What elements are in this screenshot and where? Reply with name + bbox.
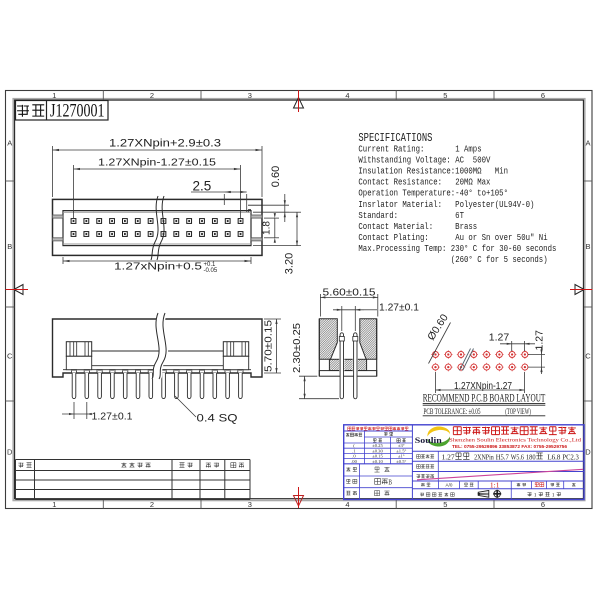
svg-text:Shenzhen Soulin Electronics Te: Shenzhen Soulin Electronics Technology C… — [449, 438, 581, 444]
svg-text:C: C — [585, 352, 591, 361]
svg-text:1:1: 1:1 — [490, 480, 500, 489]
svg-text:PC2.3: PC2.3 — [562, 453, 578, 462]
svg-text:(: ( — [353, 443, 355, 448]
svg-text:-0.05: -0.05 — [204, 268, 218, 274]
svg-text:2: 2 — [150, 91, 154, 100]
svg-text:5: 5 — [443, 91, 447, 100]
svg-text:J1270001: J1270001 — [50, 102, 105, 122]
svg-text:±0.5°: ±0.5° — [396, 459, 406, 464]
svg-text:H5.7: H5.7 — [496, 453, 509, 462]
svg-text:SPECIFICATIONS: SPECIFICATIONS — [358, 132, 432, 145]
svg-text:(260° C for 5 seconds): (260° C for 5 seconds) — [358, 255, 547, 265]
svg-text:Contact Plating: Au or Sn: Contact Plating: Au or Sn over 50u" Ni — [358, 233, 547, 243]
svg-text:2: 2 — [150, 500, 154, 509]
svg-text:Soulin: Soulin — [415, 435, 442, 445]
svg-text:3: 3 — [248, 500, 252, 509]
svg-text:C: C — [7, 352, 13, 361]
svg-text:2XNPin: 2XNPin — [474, 453, 494, 462]
svg-text:2.5: 2.5 — [193, 179, 212, 194]
svg-text:.1: .1 — [352, 448, 356, 453]
svg-text:Insulation Resistance:1000MΩ: Insulation Resistance:1000MΩ Min — [358, 167, 508, 177]
svg-text:Withstanding Voltage: AC 500V: Withstanding Voltage: AC 500V — [358, 155, 491, 165]
svg-text:(TOP VIEW): (TOP VIEW) — [505, 406, 531, 416]
svg-text:B: B — [7, 242, 12, 251]
svg-text:1.27XNpin-1.27: 1.27XNpin-1.27 — [454, 381, 512, 392]
svg-text:1.8: 1.8 — [262, 221, 273, 235]
svg-text:±0.25: ±0.25 — [372, 443, 383, 448]
svg-text:5.60±0.15: 5.60±0.15 — [323, 286, 376, 298]
svg-text:180: 180 — [526, 453, 536, 462]
svg-text:B: B — [585, 242, 590, 251]
svg-text:.00: .00 — [351, 459, 357, 464]
svg-text:PCB TOLERANCE: ±0.05: PCB TOLERANCE: ±0.05 — [424, 406, 481, 416]
svg-text:Contact Material: Brass: Contact Material: Brass — [358, 222, 477, 232]
svg-text:1.27: 1.27 — [533, 330, 545, 351]
svg-text:5.70±0.15: 5.70±0.15 — [264, 319, 275, 372]
svg-text:1.27xNpin+0.5: 1.27xNpin+0.5 — [114, 261, 202, 273]
svg-text:6: 6 — [541, 500, 545, 509]
svg-text:Contact Resistance: 20MΩ Max: Contact Resistance: 20MΩ Max — [358, 178, 490, 188]
svg-text:1.27: 1.27 — [442, 453, 455, 462]
svg-text:Current Rating: 1 Amps: Current Rating: 1 Amps — [358, 144, 481, 154]
svg-text:1.27±0.1: 1.27±0.1 — [379, 303, 419, 314]
svg-text:1.27XNpin-1.27±0.15: 1.27XNpin-1.27±0.15 — [98, 157, 216, 169]
svg-text:L6.8: L6.8 — [547, 453, 560, 462]
svg-text:D: D — [7, 448, 13, 457]
svg-text:±1.5°: ±1.5° — [396, 448, 406, 453]
svg-text:Operation Temperature:-40° to+: Operation Temperature:-40° to+105° — [358, 189, 508, 199]
svg-text:B: B — [388, 479, 392, 487]
svg-text:±0.10: ±0.10 — [372, 459, 383, 464]
svg-text:1: 1 — [534, 494, 537, 499]
svg-text:Insrlator Material: Polyeste: Insrlator Material: Polyester(UL94V-0) — [358, 200, 534, 210]
svg-text:3: 3 — [248, 91, 252, 100]
svg-text:1: 1 — [552, 494, 555, 499]
svg-text:±0.30: ±0.30 — [372, 448, 383, 453]
svg-text:.0: .0 — [352, 454, 356, 459]
svg-text:±1°: ±1° — [398, 454, 405, 459]
svg-text:1: 1 — [52, 91, 56, 100]
svg-text:1.27XNpin+2.9±0.3: 1.27XNpin+2.9±0.3 — [109, 138, 221, 150]
svg-text:Standard: 6T: Standard: 6T — [358, 211, 464, 221]
svg-text:0.4 SQ: 0.4 SQ — [197, 413, 239, 425]
svg-text:1.27: 1.27 — [489, 331, 510, 343]
svg-text:RECOMMEND P.C.B BOARD LAYOUT: RECOMMEND P.C.B BOARD LAYOUT — [423, 391, 546, 405]
svg-text:3.20: 3.20 — [284, 253, 296, 274]
svg-text:1.27±0.1: 1.27±0.1 — [92, 411, 133, 423]
svg-text:A: A — [7, 139, 12, 148]
svg-text:D: D — [585, 448, 591, 457]
svg-text:±3°: ±3° — [398, 443, 405, 448]
svg-text:A/0: A/0 — [446, 482, 453, 487]
svg-text:A: A — [585, 139, 590, 148]
svg-text:4: 4 — [345, 91, 349, 100]
svg-text:2.30±0.25: 2.30±0.25 — [292, 323, 303, 373]
svg-text:Max.Processing Temp: 230° C fo: Max.Processing Temp: 230° C for 30-60 se… — [358, 244, 556, 254]
svg-text:0.60: 0.60 — [270, 166, 282, 187]
svg-text:±0.15: ±0.15 — [372, 454, 383, 459]
svg-text:5: 5 — [443, 500, 447, 509]
svg-text:W5.6: W5.6 — [511, 453, 524, 462]
svg-text:6: 6 — [541, 91, 545, 100]
svg-text:4: 4 — [345, 500, 349, 509]
svg-text:1: 1 — [52, 500, 56, 509]
svg-text:+0.1: +0.1 — [204, 262, 217, 268]
svg-text:TEL: 0755-29529896 33853872: TEL: 0755-29529896 33853872 FAX: 0755-29… — [452, 444, 567, 450]
